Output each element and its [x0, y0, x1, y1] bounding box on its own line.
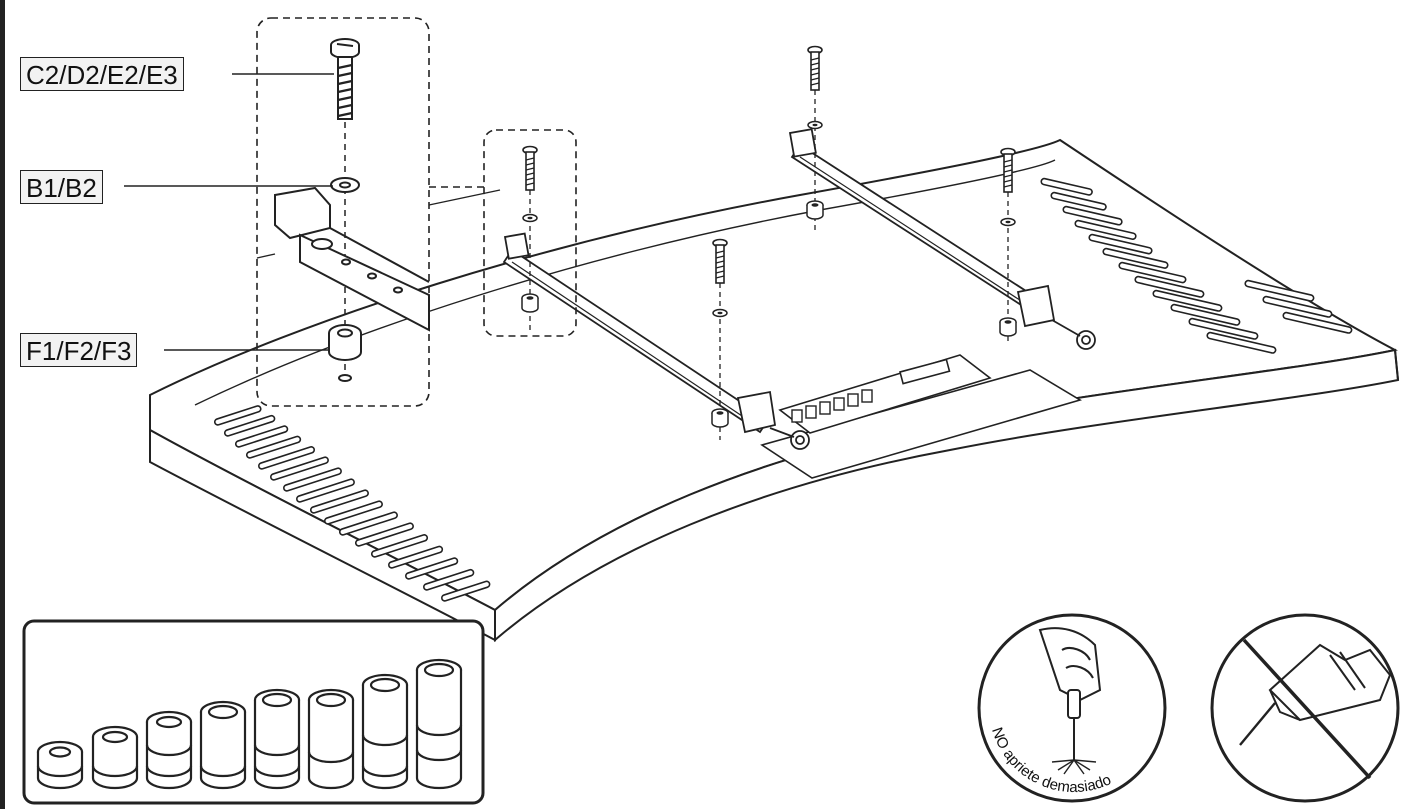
- spacer-size-4: [199, 700, 247, 790]
- label-washer: B1/B2: [20, 170, 103, 204]
- spacer-size-1: [36, 740, 84, 790]
- detail-spacer: [328, 324, 362, 382]
- label-screw: C2/D2/E2/E3: [20, 57, 184, 91]
- hardware-stack-4: [999, 147, 1017, 345]
- detail-bracket: [256, 186, 501, 332]
- tv-back-panel: [149, 138, 1400, 643]
- connector-panel: [760, 354, 1082, 479]
- detail-washer: [330, 177, 360, 193]
- detail-callout-box: [256, 17, 577, 407]
- hardware-stack-3: [711, 238, 729, 440]
- spacer-size-7: [361, 673, 409, 790]
- spacer-size-8: [415, 658, 463, 790]
- spacer-inventory-box: [22, 619, 485, 805]
- prohibited-icon: [1242, 638, 1372, 780]
- label-leaders: [124, 73, 334, 351]
- left-vent-slots: [213, 405, 491, 602]
- page-edge-bar: [0, 0, 5, 809]
- detail-screw: [330, 38, 360, 120]
- bracket-rail-right: [788, 128, 1096, 350]
- spacer-size-6: [307, 688, 355, 790]
- label-spacer: F1/F2/F3: [20, 333, 138, 367]
- screwdriver-hand-icon: NO apriete demasiado: [977, 613, 1167, 803]
- right-vent-slots: [1040, 177, 1353, 354]
- spacer-size-2: [91, 725, 139, 790]
- bracket-rail-left: [502, 232, 810, 450]
- spacer-size-5: [253, 688, 301, 790]
- spacer-size-3: [145, 710, 193, 790]
